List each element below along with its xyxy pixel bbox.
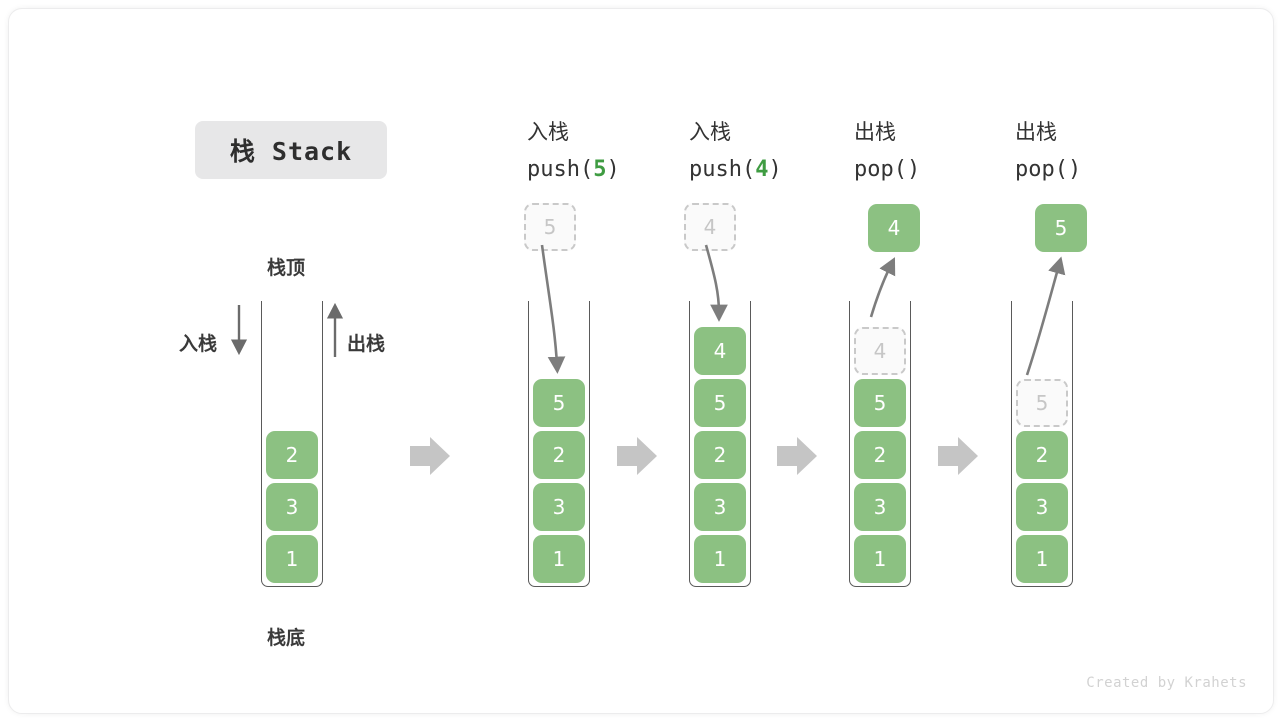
stack-cell: 2 <box>854 431 906 479</box>
stack-cell: 3 <box>854 483 906 531</box>
incoming-ghost-cell: 4 <box>684 203 736 251</box>
flow-arrow <box>617 437 657 475</box>
stack-column-initial: 2 3 1 <box>261 301 323 587</box>
stack-container-wall <box>849 301 911 587</box>
flow-arrow <box>777 437 817 475</box>
operation-name: 出栈 <box>1015 120 1057 144</box>
operation-name: 入栈 <box>689 120 731 144</box>
stack-bottom-label: 栈底 <box>267 627 306 649</box>
operation-code: pop() <box>854 157 921 182</box>
vacated-ghost-cell: 5 <box>1016 379 1068 427</box>
stack-column-pop-4: 4 5 2 3 1 <box>849 301 911 587</box>
operation-label-push-4: 入栈 push(4) <box>689 113 782 189</box>
stack-cell: 1 <box>1016 535 1068 583</box>
stack-cell: 2 <box>533 431 585 479</box>
operation-label-pop-5: 出栈 pop() <box>1015 113 1081 189</box>
diagram-title-badge: 栈 Stack <box>195 121 387 179</box>
stack-container-wall <box>689 301 751 587</box>
stack-cell: 1 <box>533 535 585 583</box>
popped-cell: 4 <box>868 204 920 252</box>
stack-container-wall <box>261 301 323 587</box>
popped-cell: 5 <box>1035 204 1087 252</box>
credit-text: Created by Krahets <box>1086 675 1247 691</box>
stack-cell: 5 <box>533 379 585 427</box>
incoming-ghost-cell: 5 <box>524 203 576 251</box>
stack-cell: 2 <box>266 431 318 479</box>
operation-code: push(5) <box>527 157 620 182</box>
stack-column-push-5: 5 2 3 1 <box>528 301 590 587</box>
arrows-overlay <box>230 244 1066 475</box>
stack-container-wall <box>1011 301 1073 587</box>
stack-cell: 4 <box>694 327 746 375</box>
stack-cell: 3 <box>266 483 318 531</box>
stack-cell: 2 <box>694 431 746 479</box>
stack-cell: 1 <box>854 535 906 583</box>
pop-side-label: 出栈 <box>347 333 386 355</box>
operation-code: pop() <box>1015 157 1082 182</box>
stack-cell: 3 <box>533 483 585 531</box>
operation-name: 出栈 <box>854 120 896 144</box>
operation-name: 入栈 <box>527 120 569 144</box>
stack-cell: 3 <box>1016 483 1068 531</box>
diagram-canvas: 栈 Stack 栈顶 栈底 入栈 出栈 2 3 1 入栈 push(5) 5 5… <box>8 8 1274 714</box>
vacated-ghost-cell: 4 <box>854 327 906 375</box>
operation-label-push-5: 入栈 push(5) <box>527 113 620 189</box>
push-side-label: 入栈 <box>179 333 218 355</box>
stack-cell: 2 <box>1016 431 1068 479</box>
stack-cell: 1 <box>266 535 318 583</box>
stack-column-push-4: 4 5 2 3 1 <box>689 301 751 587</box>
stack-column-pop-5: 5 2 3 1 <box>1011 301 1073 587</box>
stack-cell: 5 <box>694 379 746 427</box>
flow-arrow <box>938 437 978 475</box>
flow-arrow <box>410 437 450 475</box>
stack-cell: 1 <box>694 535 746 583</box>
operation-code: push(4) <box>689 157 782 182</box>
stack-container-wall <box>528 301 590 587</box>
operation-label-pop-4: 出栈 pop() <box>854 113 920 189</box>
stack-top-label: 栈顶 <box>267 257 306 279</box>
stack-cell: 3 <box>694 483 746 531</box>
stack-cell: 5 <box>854 379 906 427</box>
